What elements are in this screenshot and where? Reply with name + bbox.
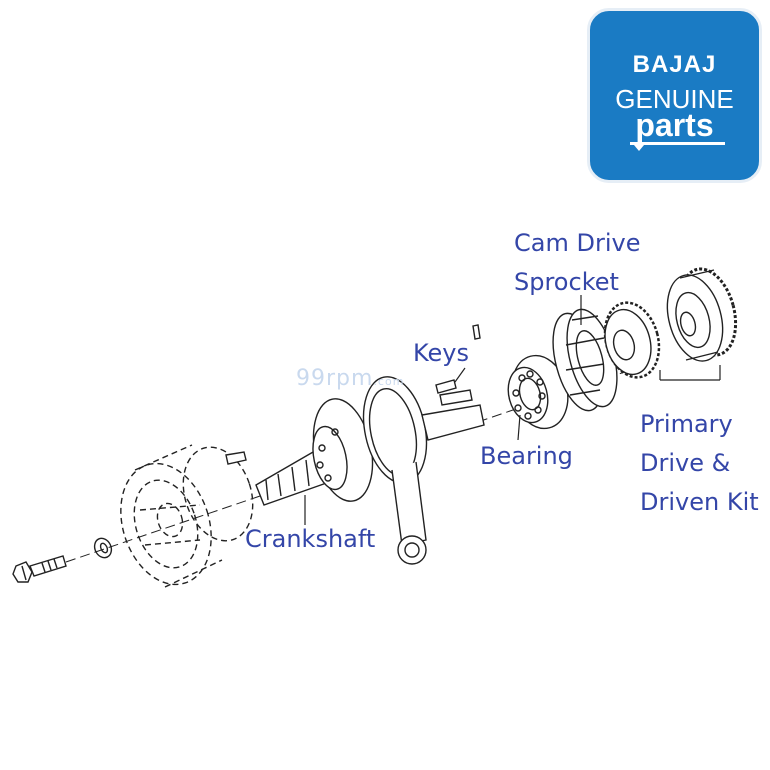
keys-parts [435, 324, 481, 394]
washer [93, 537, 113, 559]
logo-triangle-icon [634, 145, 644, 151]
leader-lines [304, 295, 721, 525]
label-bearing: Bearing [480, 442, 573, 470]
label-crankshaft: Crankshaft [245, 525, 376, 553]
label-cam-drive-sprocket: Cam Drive Sprocket [514, 229, 641, 296]
crankshaft [255, 376, 485, 565]
logo-line1: GENUINE [615, 84, 734, 114]
bajaj-genuine-parts-logo: BAJAJ GENUINE parts [587, 8, 762, 183]
logo-line2: parts [635, 107, 714, 143]
label-keys: Keys [413, 339, 470, 367]
label-primary-drive-driven-kit: Primary Drive & Driven Kit [640, 410, 759, 516]
logo-underline [630, 142, 725, 145]
bearing [507, 354, 569, 430]
watermark: 99rpm.com [296, 366, 405, 391]
key-left [225, 451, 247, 465]
primary-drive-gear [603, 301, 661, 379]
bolt [12, 555, 67, 583]
rotor-dashed [120, 444, 254, 588]
logo-brand: BAJAJ [632, 51, 717, 78]
primary-driven-gear [666, 267, 738, 362]
